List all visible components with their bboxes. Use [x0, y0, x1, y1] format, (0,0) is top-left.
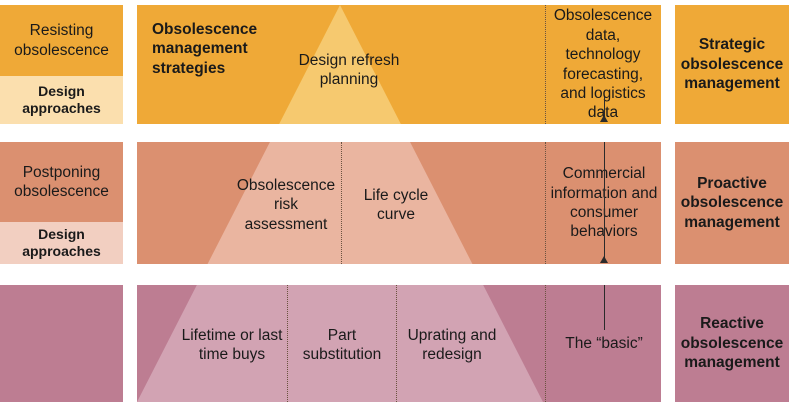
- row-proactive-dotted-divider-1: [341, 142, 342, 264]
- row-strategic-left-sub: [0, 76, 123, 124]
- connector-arrow-segment-upper: [604, 97, 605, 117]
- row-reactive-left-main: [0, 285, 123, 402]
- row-strategic-left-main: [0, 5, 123, 76]
- row-reactive-dotted-divider-2: [396, 285, 397, 402]
- row-strategic-header: Obsolescence management strategies: [152, 20, 258, 77]
- row-proactive-cell-life-cycle-curve: Life cycle curve: [363, 186, 429, 223]
- row-strategic-dotted-divider: [545, 5, 546, 124]
- connector-arrow-head-upper: [600, 115, 608, 122]
- row-strategic-left-sub-label: Design approaches: [22, 82, 101, 117]
- row-reactive-cell-lifetime-or-last-time-buys: Lifetime or last time buys: [181, 326, 283, 363]
- row-reactive-right: [675, 285, 789, 402]
- row-reactive-dotted-divider-1: [287, 285, 288, 402]
- row-reactive-cell-the-basic: The “basic”: [565, 334, 643, 352]
- row-reactive-cell-part-substitution: Part substitution: [302, 326, 382, 363]
- row-reactive-band: [137, 285, 661, 402]
- row-proactive-dotted-divider-2: [545, 142, 546, 264]
- connector-arrow-segment-lower: [604, 285, 605, 330]
- pyramid-triangle-row3: [137, 285, 543, 402]
- row-proactive-right: [675, 142, 789, 264]
- row-reactive-right-label: Reactive obsolescence management: [680, 315, 784, 372]
- row-reactive-dotted-divider-3: [545, 285, 546, 402]
- row-strategic-left-main-label: Resisting obsolescence: [14, 22, 109, 59]
- connector-arrow-segment-mid: [604, 142, 605, 258]
- connector-arrow-head-mid: [600, 256, 608, 263]
- pyramid-triangle-row2: [207, 142, 473, 264]
- row-strategic-cell-design-refresh-planning: Design refresh planning: [298, 51, 400, 88]
- row-proactive-left-sub: [0, 222, 123, 264]
- row-proactive-left-main-label: Postponing obsolescence: [14, 163, 109, 200]
- row-proactive-left-sub-label: Design approaches: [22, 225, 101, 260]
- row-strategic-right-label: Strategic obsolescence management: [680, 36, 784, 93]
- row-strategic-band: [137, 5, 661, 124]
- row-strategic-cell-obsolescence-data: Obsolescence data, technology forecastin…: [553, 7, 653, 122]
- row-proactive-left-main: [0, 142, 123, 222]
- row-proactive-band: [137, 142, 661, 264]
- pyramid-triangle-row1: [279, 5, 401, 124]
- row-proactive-right-label: Proactive obsolescence management: [680, 174, 784, 231]
- row-strategic-right: [675, 5, 789, 124]
- row-reactive-cell-uprating-and-redesign: Uprating and redesign: [407, 326, 497, 363]
- row-proactive-cell-obsolescence-risk-assessment: Obsolescence risk assessment: [236, 176, 336, 233]
